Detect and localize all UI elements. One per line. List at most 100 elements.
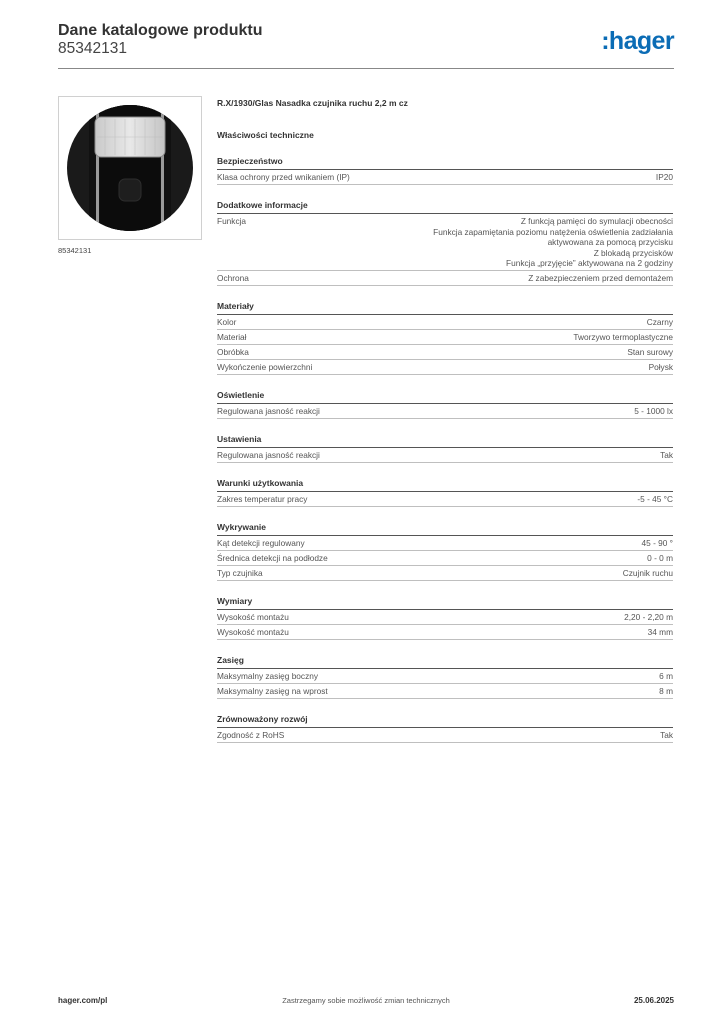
property-row: Funkcja Z funkcją pamięci do symulacji ob… bbox=[217, 214, 673, 271]
property-value-line: Z zabezpieczeniem przed demontażem bbox=[528, 272, 673, 283]
property-value-line: Tak bbox=[660, 449, 673, 460]
property-value: Z funkcją pamięci do symulacji obecności… bbox=[433, 216, 673, 269]
section-title: Wykrywanie bbox=[217, 521, 673, 536]
property-value-line: 45 - 90 ° bbox=[641, 537, 673, 548]
page-footer: hager.com/pl Zastrzegamy sobie możliwość… bbox=[58, 996, 674, 1010]
property-value: Tworzywo termoplastyczne bbox=[573, 332, 673, 343]
property-label: Wykończenie powierzchni bbox=[217, 361, 313, 372]
property-value-line: Czujnik ruchu bbox=[622, 567, 673, 578]
section-title: Zrównoważony rozwój bbox=[217, 713, 673, 728]
property-value-line: aktywowana za pomocą przycisku bbox=[547, 237, 673, 247]
footer-url[interactable]: hager.com/pl bbox=[58, 996, 108, 1005]
property-row: Obróbka Stan surowy bbox=[217, 345, 673, 360]
hager-logo: :hager bbox=[601, 27, 674, 55]
property-value: 45 - 90 ° bbox=[642, 538, 673, 549]
property-value: -5 - 45 °C bbox=[637, 494, 673, 505]
property-row: Wysokość montażu 2,20 - 2,20 m bbox=[217, 610, 673, 625]
motion-sensor-image bbox=[67, 105, 193, 231]
property-value-line: 8 m bbox=[659, 685, 673, 696]
technical-properties-heading: Właściwości techniczne bbox=[217, 130, 314, 140]
property-value-line: 0 - 0 m bbox=[647, 552, 673, 563]
property-label: Wysokość montażu bbox=[217, 626, 289, 637]
property-label: Maksymalny zasięg boczny bbox=[217, 670, 318, 681]
section-title: Bezpieczeństwo bbox=[217, 155, 673, 170]
property-value: 0 - 0 m bbox=[647, 553, 673, 564]
property-value-line: Czarny bbox=[646, 316, 673, 327]
property-label: Kąt detekcji regulowany bbox=[217, 537, 305, 548]
property-label: Materiał bbox=[217, 331, 247, 342]
property-label: Maksymalny zasięg na wprost bbox=[217, 685, 328, 696]
section-title: Wymiary bbox=[217, 595, 673, 610]
section-title: Materiały bbox=[217, 300, 673, 315]
property-label: Ochrona bbox=[217, 272, 249, 283]
property-row: Kąt detekcji regulowany 45 - 90 ° bbox=[217, 536, 673, 551]
property-row: Wykończenie powierzchni Połysk bbox=[217, 360, 673, 375]
property-row: Klasa ochrony przed wnikaniem (IP) IP20 bbox=[217, 170, 673, 185]
property-value-line: IP20 bbox=[655, 172, 673, 182]
property-value-line: 6 m bbox=[659, 670, 673, 681]
product-title: R.X/1930/Glas Nasadka czujnika ruchu 2,2… bbox=[217, 98, 408, 108]
page-header: Dane katalogowe produktu 85342131 :hager bbox=[58, 22, 675, 68]
property-value: Połysk bbox=[649, 362, 673, 373]
header-divider bbox=[58, 68, 674, 69]
section-title: Ustawienia bbox=[217, 433, 673, 448]
property-value-line: Z funkcją pamięci do symulacji obecności bbox=[520, 216, 673, 226]
property-value: IP20 bbox=[656, 172, 673, 183]
property-value: 34 mm bbox=[648, 627, 673, 638]
property-row: Materiał Tworzywo termoplastyczne bbox=[217, 330, 673, 345]
property-label: Regulowana jasność reakcji bbox=[217, 405, 320, 416]
property-value: Tak bbox=[660, 730, 673, 741]
property-value-line: Z blokadą przycisków bbox=[593, 247, 673, 258]
property-value-line: Funkcja „przyjęcie” aktywowana na 2 godz… bbox=[506, 258, 673, 268]
property-label: Typ czujnika bbox=[217, 567, 263, 578]
property-label: Obróbka bbox=[217, 346, 249, 357]
property-value: 2,20 - 2,20 m bbox=[624, 612, 673, 623]
property-row: Regulowana jasność reakcji Tak bbox=[217, 448, 673, 463]
property-value: Czujnik ruchu bbox=[623, 568, 673, 579]
product-photo bbox=[58, 96, 202, 240]
property-row: Wysokość montażu 34 mm bbox=[217, 625, 673, 640]
photo-caption: 85342131 bbox=[58, 246, 92, 255]
section-title: Zasięg bbox=[217, 654, 673, 669]
property-value: Tak bbox=[660, 450, 673, 461]
property-value: 5 - 1000 lx bbox=[634, 406, 673, 417]
document-title: Dane katalogowe produktu bbox=[58, 22, 263, 39]
section-title: Dodatkowe informacje bbox=[217, 199, 673, 214]
property-row: Ochrona Z zabezpieczeniem przed demontaże… bbox=[217, 271, 673, 286]
property-label: Funkcja bbox=[217, 216, 247, 226]
property-row: Maksymalny zasięg na wprost 8 m bbox=[217, 684, 673, 699]
property-label: Wysokość montażu bbox=[217, 611, 289, 622]
property-value-line: Stan surowy bbox=[627, 346, 673, 357]
section-title: Warunki użytkowania bbox=[217, 477, 673, 492]
property-row: Zakres temperatur pracy-5 - 45 °C bbox=[217, 492, 673, 507]
property-value-line: 2,20 - 2,20 m bbox=[624, 611, 673, 622]
property-value-line: 5 - 1000 lx bbox=[634, 405, 673, 416]
property-value-line: Tak bbox=[660, 729, 673, 740]
property-row: Maksymalny zasięg boczny 6 m bbox=[217, 669, 673, 684]
property-row: Regulowana jasność reakcji 5 - 1000 lx bbox=[217, 404, 673, 419]
property-label: Klasa ochrony przed wnikaniem (IP) bbox=[217, 172, 350, 182]
product-data-sheet: R.X/1930/Glas Nasadka czujnika ruchu 2,2… bbox=[217, 97, 673, 743]
property-row: Typ czujnika Czujnik ruchu bbox=[217, 566, 673, 581]
property-value-line: Funkcja zapamiętania poziomu natężenia o… bbox=[433, 226, 673, 237]
property-value: Stan surowy bbox=[627, 347, 673, 358]
property-value-line: -5 - 45 °C bbox=[637, 493, 673, 504]
footer-disclaimer: Zastrzegamy sobie możliwość zmian techni… bbox=[282, 996, 450, 1005]
property-label: Regulowana jasność reakcji bbox=[217, 449, 320, 460]
property-value: 8 m bbox=[659, 686, 673, 697]
section-title: Oświetlenie bbox=[217, 389, 673, 404]
property-value-line: Połysk bbox=[648, 361, 673, 372]
product-number: 85342131 bbox=[58, 40, 127, 57]
